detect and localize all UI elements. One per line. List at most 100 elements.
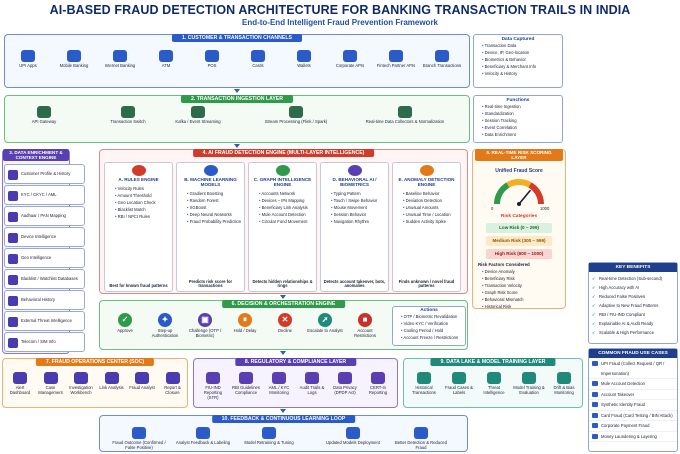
item-s1-channels-4: POS	[192, 50, 232, 69]
data-lake-icon	[452, 372, 466, 384]
function-item: Real-time Ingestion	[474, 103, 562, 110]
section-header: 8. REGULATORY & COMPLIANCE LAYER	[234, 358, 357, 366]
data-captured-item: Device, IP, Geo-location	[474, 49, 562, 56]
engine-card-4: E. ANOMALY DETECTION ENGINEBaseline Beha…	[392, 162, 461, 292]
page-title: AI-BASED FRAUD DETECTION ARCHITECTURE FO…	[49, 3, 631, 17]
item-s1-channels-9: Branch Transactions	[422, 50, 462, 69]
section-header: 5. REAL-TIME RISK SCORING LAYER	[475, 149, 563, 162]
engine-icon	[275, 165, 290, 176]
gauge-min-label: 0	[491, 206, 494, 211]
ingestion-icon	[191, 106, 205, 118]
engine-icon	[347, 165, 362, 176]
enrichment-label: Customer Profile & History	[21, 171, 71, 177]
item-s8-items-5: CERT-In Reporting	[363, 372, 393, 396]
engine-icon	[419, 165, 434, 176]
item-s1-channels-1: Mobile Banking	[54, 50, 94, 69]
channel-icon	[113, 50, 127, 62]
feedback-item-2: Model Retraining & Tuning	[240, 427, 298, 446]
engine-item: Blacklist Match	[111, 206, 172, 213]
feedback-item-3: Updated Models Deployment	[324, 427, 382, 446]
function-item: Event Correlation	[474, 124, 562, 131]
engine-item: Touch / Swipe Behavior	[327, 197, 388, 204]
item-label: POS	[207, 63, 217, 68]
item-s7-items-0: Alert Dashboard	[6, 372, 34, 396]
engine-card-3: D. BEHAVIORAL AI / BIOMETRICSTyping Patt…	[320, 162, 389, 292]
section-soc: 7. FRAUD OPERATIONS CENTER (SOC)	[2, 358, 188, 408]
section-header: 9. DATA LAKE & MODEL TRAINING LAYER	[430, 358, 556, 366]
ingestion-item-3: Stream Processing (Flink / Spark)	[264, 106, 328, 125]
benefit-item: High Accuracy with AI	[589, 283, 677, 292]
decision-icon: ➚	[318, 313, 332, 327]
engine-footer: Best for known fraud patterns	[109, 283, 168, 289]
use-case-item: Mule Account Detection	[589, 379, 677, 390]
use-case-item: Account Takeover	[589, 390, 677, 400]
section-header: 7. FRAUD OPERATIONS CENTER (SOC)	[35, 358, 155, 366]
channel-icon	[21, 50, 35, 62]
use-case-item: Money Laundering & Layering	[589, 432, 677, 442]
decision-label: Escalate to Analyst	[307, 328, 343, 333]
item-label: Internet Banking	[104, 63, 136, 68]
item-label: Case Management	[38, 385, 63, 395]
engine-item: Beneficiary Link Analysis	[255, 204, 316, 211]
benefit-item: Scalable & High Performance	[589, 328, 677, 337]
decision-label: Step-up Authentication	[151, 328, 179, 338]
engine-item: Baseline Behavior	[399, 190, 460, 197]
item-s1-channels-5: Cards	[238, 50, 278, 69]
channel-icon	[343, 50, 357, 62]
engine-item: Session Behavior	[327, 211, 388, 218]
channel-icon	[389, 50, 403, 62]
engine-item: RBI / NPCI Rules	[111, 213, 172, 220]
data-lake-icon	[522, 372, 536, 384]
engine-item: Mouse Movement	[327, 204, 388, 211]
item-s9-items-2: Threat Intelligence	[478, 372, 510, 396]
enrichment-label: Telecom / SIM Info	[21, 339, 56, 345]
feedback-icon	[132, 427, 146, 439]
benefit-item: Adaptive to New Fraud Patterns	[589, 301, 677, 310]
enrichment-icon	[8, 212, 18, 222]
ingestion-icon	[37, 106, 51, 118]
risk-factor-item: Transaction Velocity	[474, 282, 564, 289]
feedback-label: Model Retraining & Tuning	[244, 440, 294, 445]
actions-title: Actions	[420, 308, 438, 313]
ingestion-item-0: API Gateway	[18, 106, 70, 125]
engine-item: Mule Account Detection	[255, 211, 316, 218]
engine-footer: Detects account takeover, bots, anomalie…	[323, 278, 386, 289]
use-case-item: Synthetic Identity Fraud	[589, 400, 677, 411]
decision-icon: ▣	[198, 313, 212, 327]
engine-footer: Finds unknown / novel fraud patterns	[398, 278, 455, 289]
item-s7-items-4: Fraud Analyst	[128, 372, 156, 391]
engine-card-2: C. GRAPH INTELLIGENCE ENGINEAccounts Net…	[248, 162, 317, 292]
enrichment-item-1: KYC / CKYC / AML	[4, 185, 85, 205]
engine-title: B. MACHINE LEARNING MODELS	[184, 177, 237, 188]
item-label: Alert Dashboard	[9, 385, 31, 395]
risk-factor-item: Behavioral Mismatch	[474, 296, 564, 303]
decision-label: Hold / Delay	[233, 328, 257, 333]
engine-footer: Predicts risk score for transactions	[188, 278, 233, 289]
item-label: Investigation Workbench	[69, 385, 93, 395]
item-s9-items-4: Drift & Bias Monitoring	[548, 372, 580, 396]
data-captured-item: Transaction Data	[474, 42, 562, 49]
flow-arrow	[280, 295, 286, 299]
use-cases-panel: COMMON FRAUD USE CASES UPI Fraud (Collec…	[588, 348, 678, 452]
function-item: Session Tracking	[474, 117, 562, 124]
decision-1: ✦Step-up Authentication	[146, 313, 184, 339]
soc-icon	[135, 372, 149, 384]
item-label: Fraud Cases & Labels	[445, 385, 473, 395]
enrichment-icon	[8, 338, 18, 348]
item-label: Drift & Bias Monitoring	[553, 385, 575, 395]
decision-icon: ✦	[158, 313, 172, 327]
use-cases-title: COMMON FRAUD USE CASES	[589, 349, 677, 358]
action-item: Cooling Period / Hold	[393, 327, 465, 334]
item-s8-items-3: Audit Trails & Logs	[297, 372, 327, 396]
risk-factor-item: Historical Risk	[474, 303, 564, 310]
item-s8-items-2: AML / KYC Monitoring	[264, 372, 294, 396]
channel-icon	[435, 50, 449, 62]
enrichment-item-4: Geo Intelligence	[4, 248, 85, 268]
feedback-icon	[346, 427, 360, 439]
use-case-item: Corporate Payment Fraud	[589, 421, 677, 432]
decision-icon: ✓	[118, 313, 132, 327]
benefit-item: Explainable AI & Audit Ready	[589, 319, 677, 328]
engine-item: Amount Threshold	[111, 192, 172, 199]
engine-item: Gradient Boosting	[183, 190, 244, 197]
engine-items: Gradient BoostingRandom ForestXGBoostDee…	[177, 190, 244, 225]
